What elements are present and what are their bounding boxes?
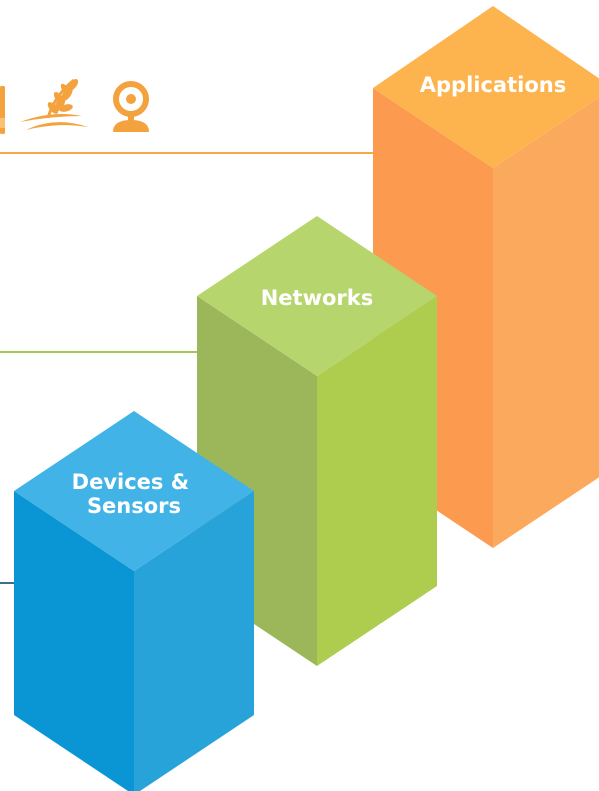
wheat-field-icon bbox=[20, 78, 88, 130]
devices-block-top-face bbox=[14, 411, 254, 571]
applications-block-right-face bbox=[493, 97, 599, 548]
webcam-icon bbox=[113, 81, 149, 132]
applications-block-top-face bbox=[373, 6, 599, 168]
networks-label: Networks bbox=[261, 286, 374, 310]
networks-block-top-face bbox=[197, 216, 437, 376]
devices-label-line1: Devices & bbox=[72, 470, 189, 494]
devices-block-left-face bbox=[14, 491, 134, 791]
devices-label-line2: Sensors bbox=[87, 494, 181, 518]
networks-block-right-face bbox=[317, 296, 437, 666]
networks-block: Networks bbox=[197, 216, 437, 666]
applications-label: Applications bbox=[420, 73, 566, 97]
devices-block-right-face bbox=[134, 491, 254, 791]
devices-block: Devices & Sensors bbox=[14, 411, 254, 791]
partial-icon bbox=[0, 86, 5, 134]
devices-label: Devices & Sensors bbox=[72, 470, 197, 518]
